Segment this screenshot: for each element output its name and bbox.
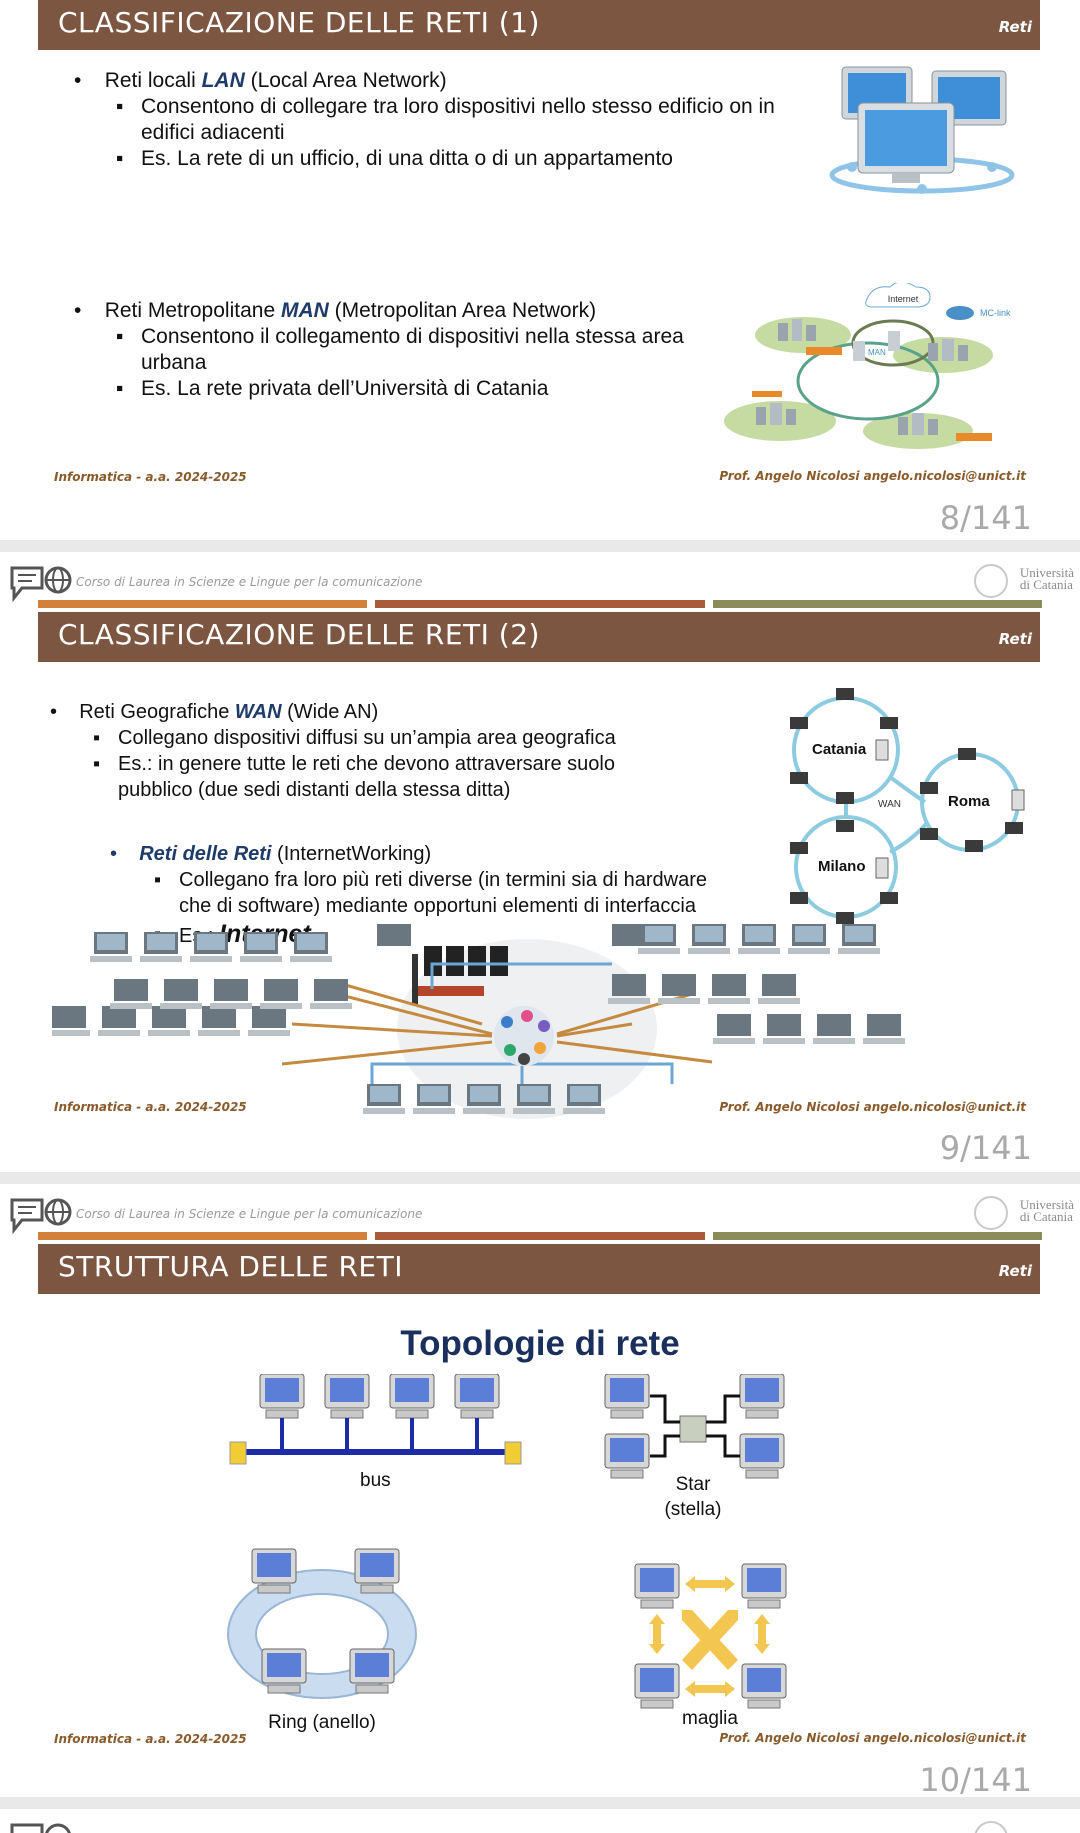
ring-topology: Ring (anello) <box>227 1548 417 1733</box>
footer-right: Prof. Angelo Nicolosi angelo.nicolosi@un… <box>719 1731 1026 1745</box>
slide-title: CLASSIFICAZIONE DELLE RETI (2) <box>58 618 540 651</box>
label-man: MAN <box>868 348 886 357</box>
slide-title: CLASSIFICAZIONE DELLE RETI (1) <box>58 6 540 39</box>
label-internet: Internet <box>888 294 919 304</box>
topologies-heading: Topologie di rete <box>400 1324 680 1363</box>
keyword-man: MAN <box>280 299 329 322</box>
university-name: Università di Catania <box>1019 565 1074 592</box>
page-number: 10/141 <box>919 1761 1032 1799</box>
slide-11-partial <box>0 1809 1080 1833</box>
course-logo-icon <box>10 1823 71 1833</box>
slide-title-bar: STRUTTURA DELLE RETI Reti <box>38 1244 1040 1294</box>
sub-bullet: ▪ <box>116 377 124 400</box>
label-wan: WAN <box>878 799 901 810</box>
sub-bullet-text: Consentono di collegare tra loro disposi… <box>141 95 775 118</box>
sub-bullet-text: pubblico (due sedi distanti della stessa… <box>118 779 511 801</box>
university-seal-icon <box>974 564 1008 598</box>
bus-topology: bus <box>229 1374 522 1491</box>
sub-bullet-text: urbana <box>141 351 207 374</box>
man-network-image: Internet MC-link MAN <box>724 283 1011 449</box>
sub-bullet-text: Es.: in genere tutte le reti che devono … <box>118 753 615 775</box>
mesh-topology: maglia <box>634 1563 787 1729</box>
sub-bullet-text: Consentono il collegamento di dispositiv… <box>141 325 684 348</box>
sub-bullet-text: Collegano fra loro più reti diverse (in … <box>179 869 708 891</box>
footer-right: Prof. Angelo Nicolosi angelo.nicolosi@un… <box>719 1100 1026 1114</box>
university-seal-icon <box>974 1821 1008 1833</box>
course-logo-icon <box>10 1198 72 1235</box>
course-name: Corso di Laurea in Scienze e Lingue per … <box>76 1207 423 1221</box>
page-number: 9/141 <box>939 1129 1032 1167</box>
sub-bullet: ▪ <box>93 753 101 775</box>
label-ring: Ring (anello) <box>268 1712 376 1733</box>
slide-title-bar: CLASSIFICAZIONE DELLE RETI (2) Reti <box>38 612 1040 662</box>
footer-right: Prof. Angelo Nicolosi angelo.nicolosi@un… <box>719 469 1026 483</box>
internet-image <box>52 924 905 1119</box>
section-label: Reti <box>998 18 1032 36</box>
sub-bullet: ▪ <box>116 147 124 170</box>
sub-bullet-text: edifici adiacenti <box>141 121 285 144</box>
page-number: 8/141 <box>939 499 1032 537</box>
sub-bullet-text: Es. La rete di un ufficio, di una ditta … <box>141 147 673 170</box>
sub-bullet: ▪ <box>93 727 101 749</box>
lan-computers-image <box>829 66 1015 194</box>
laptops <box>52 924 905 1114</box>
keyword-reti-delle-reti: Reti delle Reti <box>139 843 272 865</box>
sub-bullet: ▪ <box>116 325 124 348</box>
section-label: Reti <box>998 630 1032 648</box>
sub-bullet: ▪ <box>116 95 124 118</box>
slide-title: STRUTTURA DELLE RETI <box>58 1250 403 1283</box>
slide-separator <box>0 1797 1080 1809</box>
label-stella: (stella) <box>664 1499 721 1520</box>
header-color-lines <box>38 600 1042 608</box>
keyword-wan: WAN <box>234 701 282 723</box>
sub-bullet-text: Es. La rete privata dell’Università di C… <box>141 377 549 400</box>
bullet-lan: • Reti locali LAN (Local Area Network) <box>74 69 447 92</box>
star-topology: Star (stella) <box>604 1374 785 1520</box>
slide-separator <box>0 540 1080 552</box>
slide-separator <box>0 1172 1080 1184</box>
slide-8: CLASSIFICAZIONE DELLE RETI (1) Reti • Re… <box>0 0 1080 510</box>
slide-title-bar: CLASSIFICAZIONE DELLE RETI (1) Reti <box>38 0 1040 50</box>
sub-bullet: ▪ <box>154 869 162 891</box>
topologies-diagram: bus Star (stella) Ring (anello) <box>227 1374 787 1733</box>
footer-left: Informatica - a.a. 2024-2025 <box>54 470 247 484</box>
keyword-lan: LAN <box>201 69 245 92</box>
bullet-wan: • Reti Geografiche WAN (Wide AN) <box>50 701 379 723</box>
bullet-man: • Reti Metropolitane MAN (Metropolitan A… <box>74 299 597 322</box>
university-name: Università di Catania <box>1019 1197 1074 1224</box>
label-milano: Milano <box>818 858 866 875</box>
label-bus: bus <box>360 1470 391 1491</box>
course-name: Corso di Laurea in Scienze e Lingue per … <box>76 575 423 589</box>
label-mclink: MC-link <box>980 308 1011 318</box>
label-maglia: maglia <box>682 1708 738 1729</box>
course-logo-icon <box>10 566 72 603</box>
header-color-lines <box>38 1232 1042 1240</box>
footer-left: Informatica - a.a. 2024-2025 <box>54 1732 247 1746</box>
slide-9: Corso di Laurea in Scienze e Lingue per … <box>0 552 1080 1183</box>
label-catania: Catania <box>812 741 867 758</box>
bullet-internetworking: • Reti delle Reti (InternetWorking) <box>110 843 432 865</box>
wan-diagram-image: WAN Catania Roma Milano <box>790 688 1025 924</box>
footer-left: Informatica - a.a. 2024-2025 <box>54 1100 247 1114</box>
university-seal-icon <box>974 1196 1008 1230</box>
sub-bullet-text: che di software) mediante opportuni elem… <box>179 895 696 917</box>
label-star: Star <box>676 1474 712 1495</box>
section-label: Reti <box>998 1262 1032 1280</box>
label-roma: Roma <box>948 793 990 810</box>
slide-10: Corso di Laurea in Scienze e Lingue per … <box>0 1184 1080 1815</box>
sub-bullet-text: Collegano dispositivi diffusi su un’ampi… <box>118 727 616 749</box>
